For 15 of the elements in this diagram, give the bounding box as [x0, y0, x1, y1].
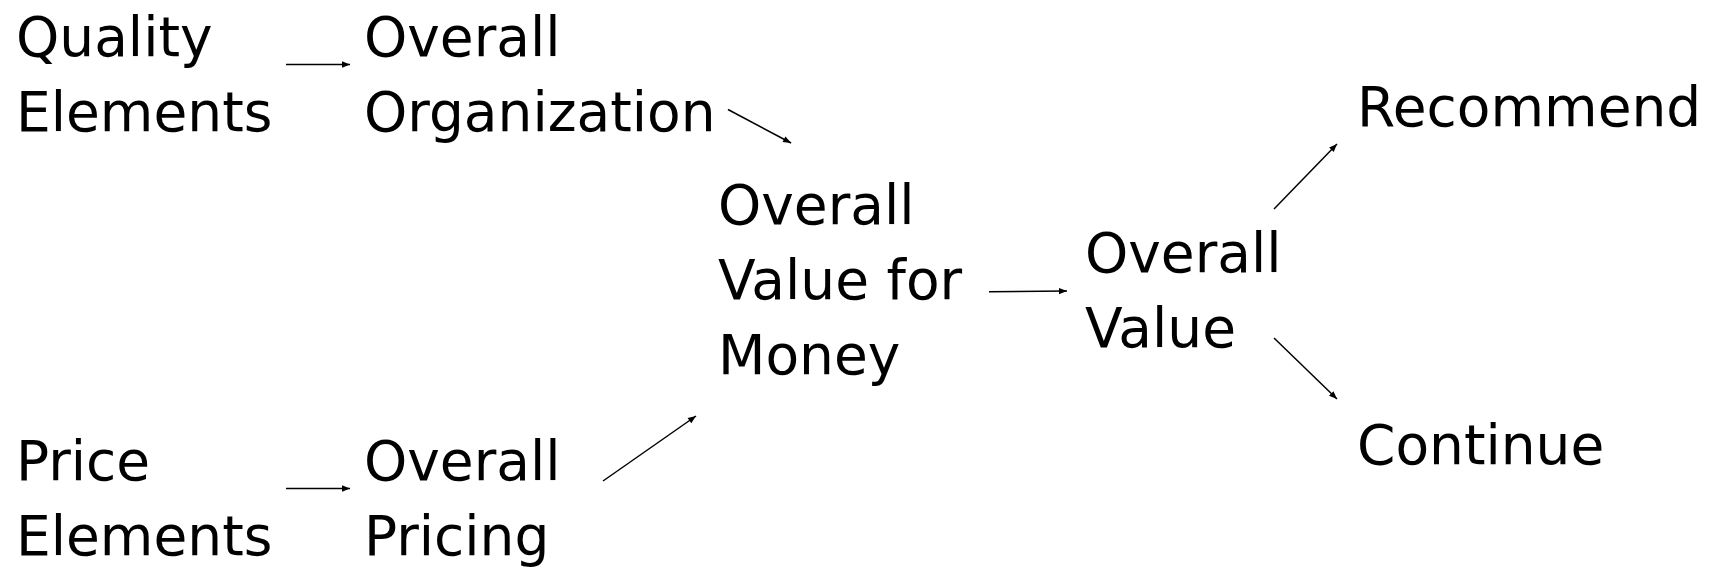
node-label: Overall Organization: [364, 4, 716, 146]
node-label: Recommend: [1357, 74, 1702, 141]
arrow: [1273, 143, 1338, 210]
node-label: Quality Elements: [16, 4, 273, 146]
arrow: [285, 61, 351, 68]
arrow: [988, 287, 1068, 295]
node-label: Overall Value: [1085, 220, 1282, 362]
arrow: [727, 108, 792, 144]
node-label: Continue: [1357, 412, 1605, 479]
arrow: [602, 415, 697, 482]
node-label: Overall Pricing: [364, 428, 561, 570]
node-label: Price Elements: [16, 428, 273, 570]
node-label: Overall Value for Money: [718, 172, 964, 389]
arrow: [285, 485, 351, 492]
arrow: [1273, 337, 1338, 400]
